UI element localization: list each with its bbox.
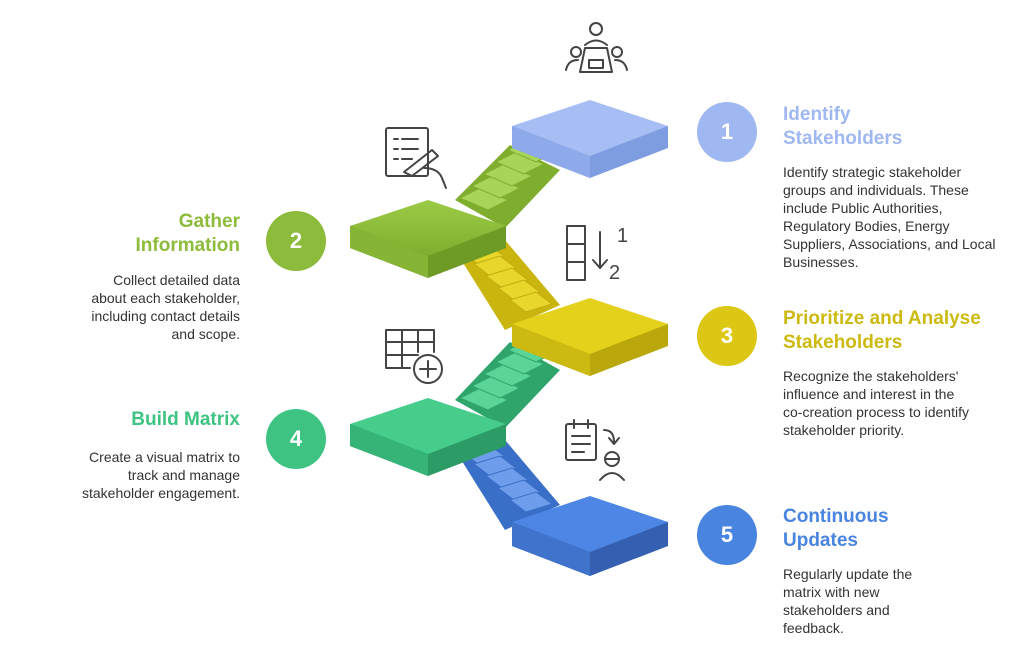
step-5-title: Continuous Updates (783, 506, 889, 551)
step-1-number-badge: 1 (697, 102, 757, 162)
step-5-description: Regularly update the matrix with new sta… (783, 566, 913, 636)
document-update-person-icon (565, 419, 625, 481)
step-3-description: Recognize the stakeholders' influence an… (783, 368, 969, 438)
platform-updates (512, 496, 668, 576)
step-4-number-badge: 4 (266, 409, 326, 469)
step-2-number-badge: 2 (266, 211, 326, 271)
step-1-title: Identify Stakeholders (783, 104, 903, 149)
step-3-title: Prioritize and Analyse Stakeholders (783, 308, 981, 353)
step-4-description: Create a visual matrix to track and mana… (82, 449, 240, 501)
meeting-table-icon (565, 22, 628, 73)
clipboard-writing-icon (385, 127, 447, 189)
step-2-description: Collect detailed data about each stakeho… (91, 272, 240, 342)
ranking-label-2: 2 (609, 262, 620, 284)
step-5-number-badge: 5 (697, 505, 757, 565)
step-4-title: Build Matrix (131, 409, 240, 430)
platform-prioritize (512, 298, 668, 376)
step-1-description: Identify strategic stakeholder groups an… (783, 164, 996, 270)
table-add-icon (385, 329, 443, 384)
step-2-title: Gather Information (135, 211, 241, 256)
priority-ranking-icon (566, 225, 608, 281)
platform-identify (512, 100, 668, 178)
ranking-label-1: 1 (617, 225, 628, 247)
platform-gather (350, 200, 506, 278)
platform-matrix (350, 398, 506, 476)
step-3-number-badge: 3 (697, 306, 757, 366)
